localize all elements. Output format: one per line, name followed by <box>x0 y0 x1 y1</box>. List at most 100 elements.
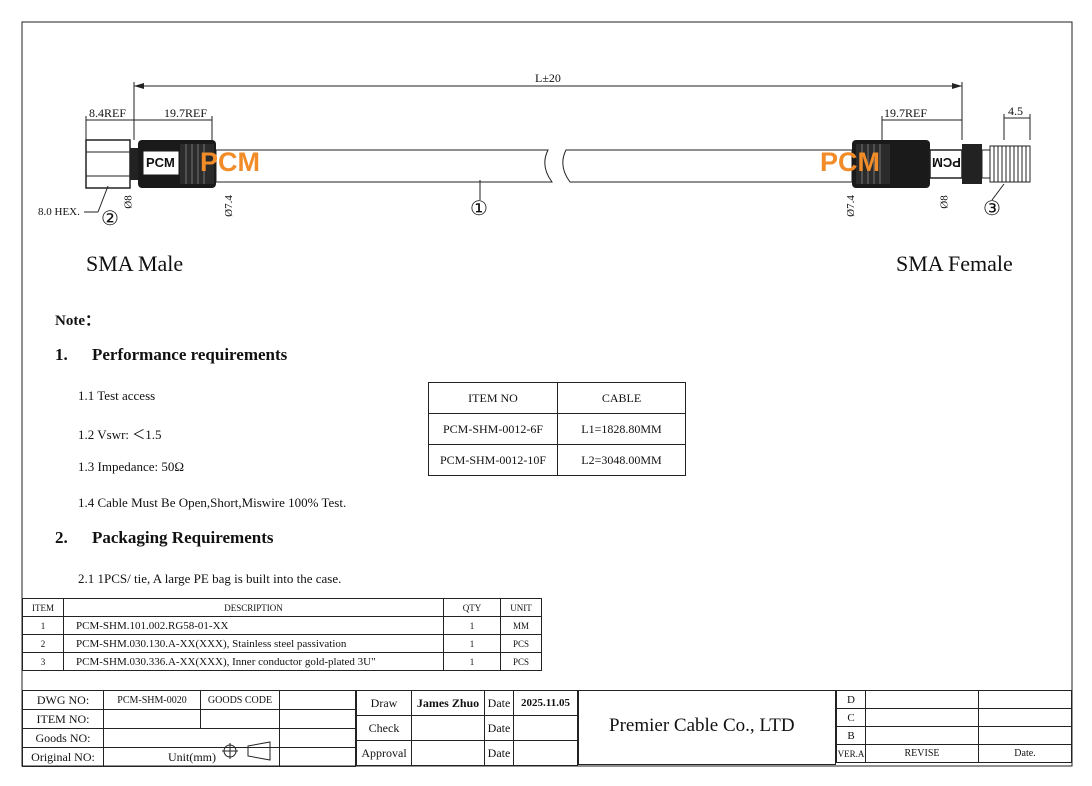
right-boot-label: PCM <box>932 155 961 170</box>
dia-left-inner: Ø7.4 <box>222 195 235 217</box>
revise-label: REVISE <box>865 744 979 763</box>
rev-letter: B <box>836 726 866 745</box>
bom-unit-header: UNIT <box>500 598 542 617</box>
sma-male-connector <box>85 139 216 189</box>
callout-2: ② <box>101 208 119 230</box>
blank-cell <box>103 728 280 748</box>
bom-description-header: DESCRIPTION <box>63 598 444 617</box>
rev-letter: D <box>836 690 866 709</box>
pcm-logo-right: PCM <box>820 147 880 177</box>
left-boot-label: PCM <box>146 155 175 170</box>
bom-item-cell: 3 <box>22 652 64 671</box>
blank-cell <box>279 690 356 710</box>
date-value: 2025.11.05 <box>513 690 578 716</box>
requirement-1-1: 1.1 Test access <box>78 388 156 403</box>
bom-description-cell: PCM-SHM.101.002.RG58-01-XX <box>63 616 444 635</box>
blank-cell <box>978 708 1072 727</box>
blank-cell <box>279 709 356 729</box>
blank-cell <box>200 709 280 729</box>
left-connector-name: SMA Male <box>86 251 184 276</box>
dia-left-outer: Ø8 <box>122 195 135 209</box>
rev-date-label: Date. <box>978 744 1072 763</box>
blank-cell <box>279 728 356 748</box>
dia-right-outer: Ø8 <box>938 195 951 209</box>
bom-qty-header: QTY <box>443 598 501 617</box>
item-no-cell: PCM-SHM-0012-6F <box>428 413 558 445</box>
bom-item-cell: 1 <box>22 616 64 635</box>
blank-cell <box>865 690 979 709</box>
leader-3 <box>991 183 1005 201</box>
cable-cell: L2=3048.00MM <box>557 444 686 476</box>
bom-table: ITEM DESCRIPTION QTY UNIT 1 PCM-SHM.101.… <box>22 598 542 671</box>
company-box: Premier Cable Co., LTD <box>578 690 836 765</box>
overall-length-label: L±20 <box>535 71 561 85</box>
blank-cell <box>411 740 485 766</box>
revision-table: D C B VER.A REVISE Date. <box>836 690 1072 763</box>
left-ref-1: 8.4REF <box>89 106 127 120</box>
goods-code-label: GOODS CODE <box>200 690 280 710</box>
item-no-cell: PCM-SHM-0012-10F <box>428 444 558 476</box>
right-connector-name: SMA Female <box>896 251 1013 276</box>
requirement-1-2: 1.2 Vswr: ＜1.5 <box>78 427 162 442</box>
section1-number: 1. <box>55 345 68 364</box>
goods-no-label: Goods NO: <box>22 728 104 748</box>
section2-number: 2. <box>55 528 68 547</box>
bom-description-cell: PCM-SHM.030.336.A-XX(XXX), Inner conduct… <box>63 652 444 671</box>
requirement-2-1: 2.1 1PCS/ tie, A large PE bag is built i… <box>78 571 342 586</box>
bom-qty-cell: 1 <box>443 616 501 635</box>
note-title: Note： <box>55 313 100 329</box>
cable-right-segment <box>562 149 853 183</box>
dwg-no-label: DWG NO: <box>22 690 104 710</box>
item-no-header: ITEM NO <box>428 382 558 414</box>
unit-label: Unit(mm) <box>168 749 216 764</box>
right-ref-1: 19.7REF <box>884 106 928 120</box>
ver-label: VER.A <box>836 744 866 763</box>
blank-cell <box>865 726 979 745</box>
bom-qty-cell: 1 <box>443 634 501 653</box>
blank-cell <box>411 715 485 741</box>
blank-cell <box>978 690 1072 709</box>
dia-right-inner: Ø7.4 <box>844 195 857 217</box>
left-ref-2: 19.7REF <box>164 106 208 120</box>
bom-unit-cell: PCS <box>500 652 542 671</box>
dwg-no-value: PCM-SHM-0020 <box>103 690 201 710</box>
bom-qty-cell: 1 <box>443 652 501 671</box>
blank-cell <box>865 708 979 727</box>
hex-label: 8.0 HEX. <box>38 206 80 218</box>
callout-3: ③ <box>983 198 1001 220</box>
section2-title: Packaging Requirements <box>92 528 274 547</box>
blank-cell <box>279 747 356 767</box>
check-label: Check <box>356 715 412 741</box>
blank-cell <box>513 740 578 766</box>
bom-description-cell: PCM-SHM.030.130.A-XX(XXX), Stainless ste… <box>63 634 444 653</box>
title-block-left: DWG NO: PCM-SHM-0020 GOODS CODE ITEM NO:… <box>22 690 356 767</box>
section1-title: Performance requirements <box>92 345 288 364</box>
sma-female-connector <box>852 140 1031 188</box>
requirement-1-4: 1.4 Cable Must Be Open,Short,Miswire 100… <box>78 495 347 510</box>
approval-label: Approval <box>356 740 412 766</box>
rev-letter: C <box>836 708 866 727</box>
company-name: Premier Cable Co., LTD <box>609 715 795 736</box>
original-no-label: Original NO: <box>22 747 104 767</box>
cable-cell: L1=1828.80MM <box>557 413 686 445</box>
leader-2 <box>97 185 109 213</box>
bom-unit-cell: MM <box>500 616 542 635</box>
item-cable-table: ITEM NO CABLE PCM-SHM-0012-6F L1=1828.80… <box>428 382 686 476</box>
blank-cell <box>103 709 201 729</box>
cable-header: CABLE <box>557 382 686 414</box>
blank-cell <box>513 715 578 741</box>
right-ref-2: 4.5 <box>1008 104 1023 118</box>
item-no-label: ITEM NO: <box>22 709 104 729</box>
date-label: Date <box>484 740 514 766</box>
draw-label: Draw <box>356 690 412 716</box>
pcm-logo-left: PCM <box>200 147 260 177</box>
unit-cell: Unit(mm) <box>103 747 280 767</box>
title-block-middle: Draw James Zhuo Date 2025.11.05 Check Da… <box>356 690 578 766</box>
callout-1: ① <box>470 198 488 220</box>
blank-cell <box>978 726 1072 745</box>
requirement-1-3: 1.3 Impedance: 50Ω <box>78 459 185 474</box>
bom-item-header: ITEM <box>22 598 64 617</box>
date-label: Date <box>484 715 514 741</box>
